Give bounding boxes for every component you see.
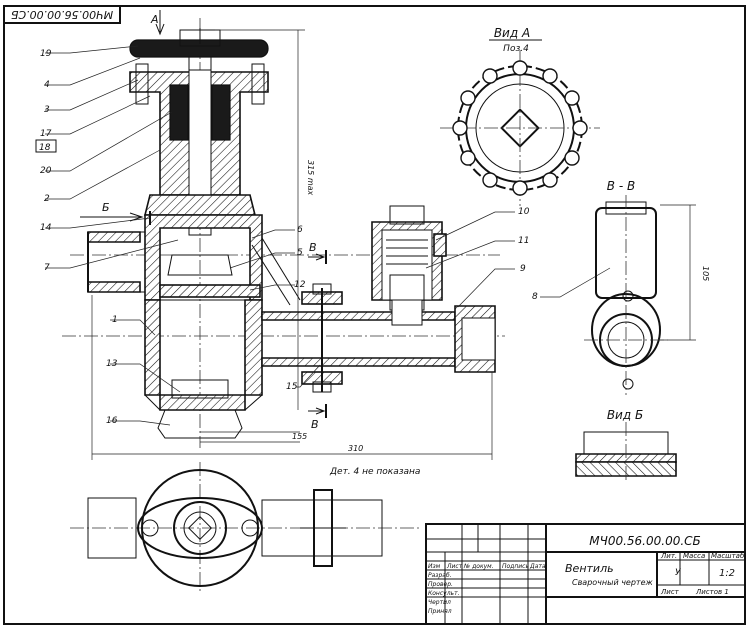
part-1: 1 (112, 315, 118, 325)
part-14: 14 (40, 223, 52, 233)
part-20: 20 (40, 166, 52, 176)
square-socket (500, 108, 540, 148)
handwheel-scallop (512, 60, 528, 76)
tb-scale: 1:2 (719, 568, 735, 579)
part-18-box (35, 139, 57, 153)
part-3: 3 (44, 105, 50, 115)
part-leaders (45, 45, 611, 426)
handwheel-scallop (482, 68, 498, 84)
part-13: 13 (106, 359, 118, 369)
arrow-b-label: Б (102, 201, 110, 214)
tb-scale-hdr: Масштаб (711, 552, 745, 560)
dim-310: 310 (348, 444, 363, 453)
top-stamp: МЧ00.56.00.00.СБ (3, 5, 121, 24)
section-b-b (584, 195, 668, 395)
part-8: 8 (532, 292, 538, 302)
tb-col-sign: Подпись (502, 563, 529, 570)
part-12: 12 (294, 280, 306, 290)
tb-col-doc: № докум. (463, 563, 494, 570)
handwheel-scallop (482, 172, 498, 188)
handwheel-scallop (460, 150, 476, 166)
view-a-title: Вид А (494, 26, 530, 40)
tb-sheets: Листов 1 (695, 588, 729, 596)
part-6: 6 (297, 225, 303, 235)
top-stamp-code: МЧ00.56.00.00.СБ (11, 8, 113, 21)
tb-col-izm: Изм (428, 563, 441, 570)
handwheel-scallop (460, 90, 476, 106)
view-b (575, 422, 677, 482)
handwheel-scallop (564, 90, 580, 106)
section-bb-title: В - В (607, 179, 635, 193)
tb-doc-code: МЧ00.56.00.00.СБ (589, 534, 701, 548)
sheet-frame (3, 5, 746, 625)
view-a-sub: Поз.4 (503, 44, 529, 54)
cut-b-top-label: В (309, 241, 317, 254)
part-15: 15 (286, 382, 298, 392)
drain-plug (157, 409, 243, 439)
handwheel-scallop (542, 68, 558, 84)
handwheel-scallop (572, 120, 588, 136)
tb-subtitle: Сварочный чертеж (572, 578, 654, 587)
handwheel-scallop (452, 120, 468, 136)
tb-row-prover: Провер. (428, 581, 453, 588)
tb-sheet: Лист (660, 588, 680, 596)
view-b-title: Вид Б (607, 408, 643, 422)
tb-row-konsult: Консульт. (428, 590, 460, 597)
tb-row-razrab: Разраб. (428, 572, 452, 579)
part-4: 4 (44, 80, 50, 90)
plan-view (70, 462, 420, 592)
handwheel (129, 39, 269, 58)
tb-mass: Масса (683, 552, 705, 560)
part-18: 18 (39, 143, 51, 153)
part-17: 17 (40, 129, 52, 139)
part-19: 19 (40, 49, 52, 59)
handwheel-scallop (564, 150, 580, 166)
dim-height: 315 max (306, 160, 315, 196)
main-section-view (62, 10, 696, 460)
part-9: 9 (520, 264, 526, 274)
tb-lit-val: У (675, 568, 681, 578)
part-2: 2 (44, 194, 50, 204)
handwheel-scallop (542, 172, 558, 188)
part-10: 10 (518, 207, 530, 217)
part-5: 5 (297, 248, 303, 258)
tb-row-prinyal: Принял (428, 608, 452, 615)
tb-row-chertil: Чертил (428, 599, 451, 606)
part-16: 16 (106, 416, 118, 426)
note-detail-4: Дет. 4 не показана (329, 467, 420, 477)
cut-b-bottom-label: В (311, 418, 319, 431)
part-11: 11 (518, 236, 529, 246)
tb-name: Вентиль (565, 562, 614, 575)
dim-105: 105 (701, 266, 710, 281)
tb-col-date: Дата (529, 563, 546, 570)
part-7: 7 (44, 263, 50, 273)
labels: Вид А Поз.4 В - В Вид Б А Б В В 19 4 3 1… (35, 13, 745, 615)
handwheel-scallop (512, 180, 528, 196)
dim-155: 155 (292, 432, 307, 441)
tb-lit: Лит. (660, 552, 677, 560)
tb-col-list: Лист (446, 563, 463, 570)
title-block (425, 523, 746, 625)
arrow-a-label: А (150, 13, 159, 26)
